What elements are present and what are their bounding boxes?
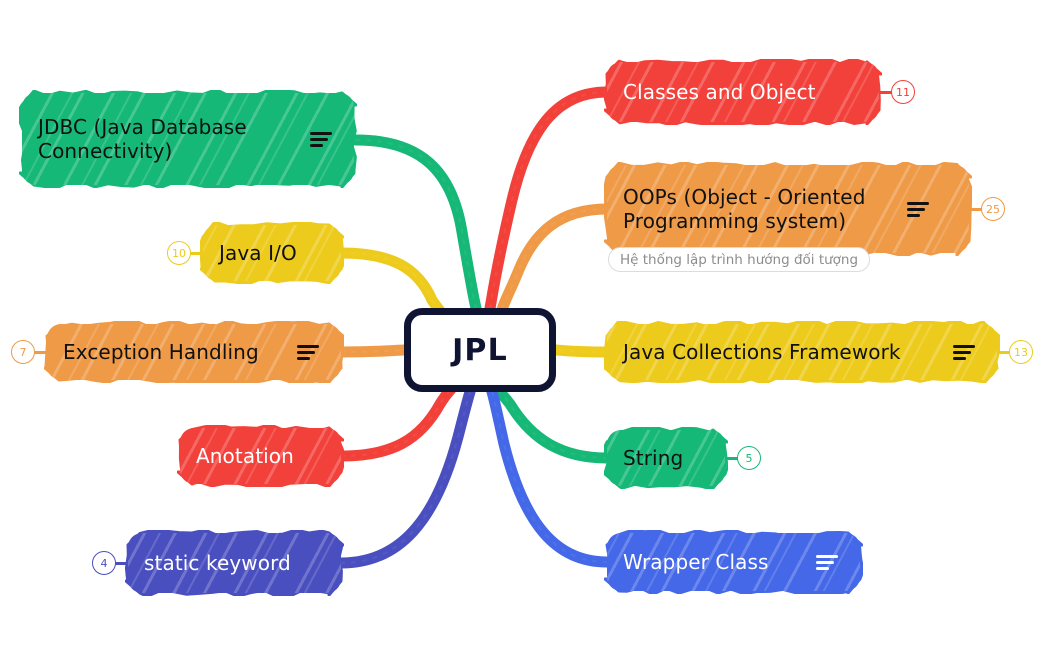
link-exception <box>335 344 410 358</box>
note-lines-icon[interactable] <box>310 132 332 147</box>
note-line <box>907 202 929 205</box>
node-label: static keyword <box>144 550 291 575</box>
node-count-badge-string[interactable]: 5 <box>737 446 761 470</box>
note-line <box>310 137 328 141</box>
root-node-jpl[interactable]: JPL <box>404 308 556 392</box>
node-subnote-oops[interactable]: Hệ thống lập trình hướng đối tượng <box>608 247 871 272</box>
node-count-badge-classes-and-object[interactable]: 11 <box>891 80 915 104</box>
node-count-badge-exception-handling[interactable]: 7 <box>11 340 35 364</box>
note-line <box>816 560 834 564</box>
mindmap-node-java-io[interactable]: Java I/O <box>200 222 344 284</box>
note-lines-icon[interactable] <box>907 202 929 217</box>
badge-connector <box>115 562 128 565</box>
badge-connector <box>997 351 1010 354</box>
note-line <box>297 350 315 354</box>
node-count-badge-oops[interactable]: 25 <box>981 197 1005 221</box>
note-line <box>310 132 332 135</box>
link-oops <box>496 203 613 316</box>
node-label: Anotation <box>196 443 294 468</box>
mindmap-node-static-keyword[interactable]: static keyword <box>125 530 344 596</box>
mindmap-node-classes-and-object[interactable]: Classes and Object <box>604 59 882 125</box>
note-line <box>953 350 971 354</box>
link-anotation <box>335 382 458 462</box>
root-node-label: JPL <box>452 332 508 368</box>
node-count-badge-java-collections-framework[interactable]: 13 <box>1009 340 1033 364</box>
mindmap-node-oops[interactable]: OOPs (Object - Oriented Programming syst… <box>604 162 972 256</box>
mindmap-node-jdbc[interactable]: JDBC (Java Database Connectivity) <box>19 90 357 188</box>
node-label: JDBC (Java Database Connectivity) <box>38 114 247 163</box>
note-line <box>907 213 920 217</box>
link-wrapper <box>486 386 613 568</box>
note-line <box>310 143 323 147</box>
note-line <box>953 345 975 348</box>
note-line <box>907 207 925 211</box>
note-line <box>297 356 310 360</box>
mindmap-node-anotation[interactable]: Anotation <box>177 425 344 487</box>
node-label: Java I/O <box>219 240 297 265</box>
note-line <box>297 345 319 348</box>
note-line <box>816 566 829 570</box>
node-count-badge-java-io[interactable]: 10 <box>167 241 191 265</box>
node-label: String <box>623 445 684 470</box>
badge-connector <box>879 91 892 94</box>
badge-connector <box>725 457 738 460</box>
mindmap-node-string[interactable]: String <box>604 427 728 489</box>
badge-connector <box>190 252 203 255</box>
node-label: OOPs (Object - Oriented Programming syst… <box>623 184 866 233</box>
mindmap-node-wrapper-class[interactable]: Wrapper Class <box>604 530 863 594</box>
node-label: Classes and Object <box>623 79 816 104</box>
link-static <box>335 386 476 569</box>
note-line <box>816 555 838 558</box>
link-collections <box>550 344 613 358</box>
mindmap-node-java-collections-framework[interactable]: Java Collections Framework <box>604 321 1000 383</box>
mindmap-node-exception-handling[interactable]: Exception Handling <box>44 321 344 383</box>
note-lines-icon[interactable] <box>816 555 838 570</box>
badge-connector <box>34 351 47 354</box>
node-count-badge-static-keyword[interactable]: 4 <box>92 551 116 575</box>
note-lines-icon[interactable] <box>297 345 319 360</box>
node-label: Exception Handling <box>63 339 259 364</box>
link-string <box>492 384 613 464</box>
note-line <box>953 356 966 360</box>
badge-connector <box>969 208 982 211</box>
link-classes <box>484 86 613 314</box>
node-label: Java Collections Framework <box>623 339 901 364</box>
note-lines-icon[interactable] <box>953 345 975 360</box>
link-jdbc <box>350 134 482 314</box>
node-label: Wrapper Class <box>623 549 769 574</box>
